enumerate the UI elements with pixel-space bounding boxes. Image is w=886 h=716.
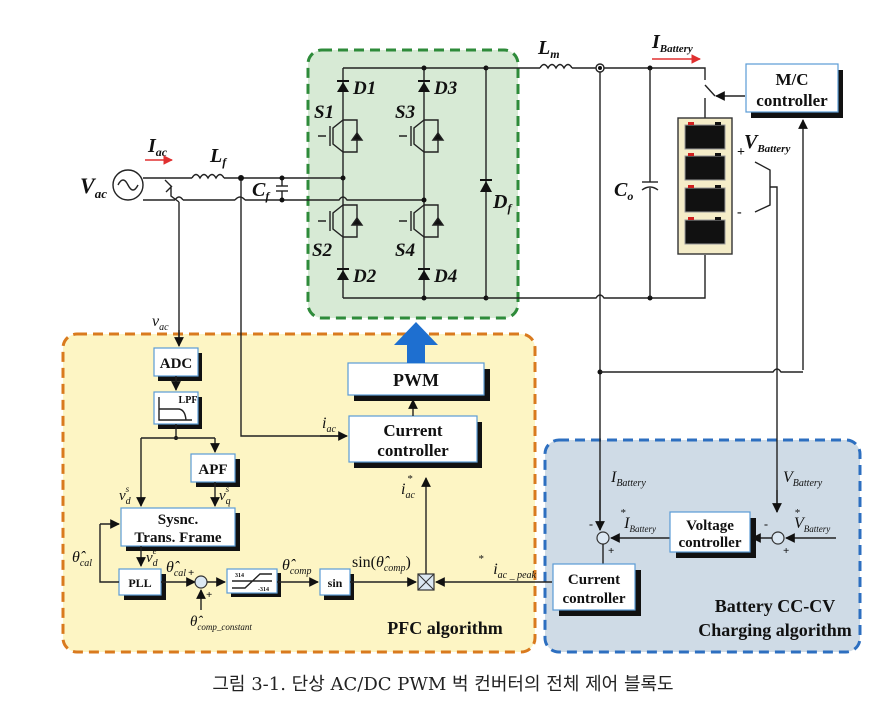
- sin-block[interactable]: [319, 568, 351, 596]
- label-co: Co: [614, 179, 633, 203]
- label-vd-s: vds: [119, 484, 132, 507]
- voltage-controller-block[interactable]: [669, 511, 751, 553]
- summer1-plus-b: +: [206, 589, 212, 601]
- mc-controller-block[interactable]: [745, 63, 839, 113]
- summer-i-plus: +: [608, 545, 614, 557]
- lpf-label: LPF: [179, 395, 198, 406]
- adc-label: ADC: [160, 356, 193, 372]
- sync-frame-line2: Trans. Frame: [134, 530, 222, 546]
- battery-region-label-line2: Charging algorithm: [698, 620, 852, 640]
- battery-current-controller-line2: controller: [562, 591, 625, 607]
- summer-i-minus: -: [589, 517, 593, 531]
- diode-d3: [418, 80, 430, 92]
- label-i-ac-peak-ref: iac _ peak*: [478, 553, 537, 581]
- pfc-current-controller-line2: controller: [377, 441, 449, 460]
- limiter-lower-label: -314: [258, 587, 269, 593]
- limiter-upper-label: 314: [235, 573, 244, 579]
- label-d3: D3: [433, 78, 457, 99]
- label-v-battery: VBattery: [744, 131, 790, 155]
- label-lf: Lf: [209, 145, 227, 169]
- label-cf: Cf: [252, 179, 270, 203]
- battery-region-label-line1: Battery CC-CV: [715, 596, 835, 616]
- label-vq-s: vqs: [219, 484, 231, 507]
- multiplier: [417, 573, 435, 591]
- label-i-battery-meas: IBattery: [610, 469, 646, 489]
- summer-v-plus: +: [783, 545, 789, 557]
- gate-signal-arrow: [394, 322, 438, 363]
- label-s2: S2: [312, 240, 333, 261]
- label-df: Df: [492, 191, 512, 215]
- label-i-battery: IBattery: [651, 31, 693, 55]
- label-v-battery-plus: +: [737, 145, 745, 160]
- diode-d2: [337, 268, 349, 280]
- figure-caption: 그림 3-1. 단상 AC/DC PWM 벅 컨버터의 전체 제어 블록도: [212, 674, 673, 695]
- mc-controller-line2: controller: [756, 91, 828, 110]
- current-sensor: [164, 179, 180, 203]
- label-d2: D2: [352, 266, 377, 287]
- capacitor-co: [641, 68, 659, 298]
- label-v-battery-meas: VBattery: [783, 469, 823, 489]
- sync-frame-line1: Sysnc.: [158, 512, 199, 528]
- capacitor-cf: [276, 175, 288, 203]
- sync-frame-block[interactable]: [120, 507, 236, 547]
- adc-block[interactable]: [153, 347, 199, 377]
- label-lm: Lm: [537, 37, 560, 61]
- lpf-curve-icon: [158, 397, 192, 421]
- label-s1: S1: [314, 102, 334, 123]
- label-i-ac-ref: iac*: [401, 473, 415, 501]
- label-d1: D1: [352, 78, 376, 99]
- diode-d4: [418, 268, 430, 280]
- label-v-battery-minus: -: [737, 205, 742, 220]
- saturation-curve-icon: [232, 573, 272, 589]
- battery-pack: [677, 117, 733, 255]
- apf-label: APF: [198, 462, 227, 478]
- battery-current-controller-line1: Current: [568, 572, 620, 588]
- label-i-ac-sense: iac: [322, 415, 336, 435]
- voltage-controller-line1: Voltage: [686, 518, 734, 534]
- label-v-ac: Vac: [80, 173, 107, 201]
- summer-v-minus: -: [764, 517, 768, 531]
- ac-source: [112, 169, 144, 201]
- switch-s3: [399, 119, 445, 153]
- switch-s4: [399, 204, 445, 238]
- label-s3: S3: [395, 102, 415, 123]
- summing-junction-current: [596, 531, 610, 545]
- mc-controller-line1: M/C: [775, 70, 808, 89]
- pll-label: PLL: [128, 576, 151, 590]
- pll-block[interactable]: [118, 568, 162, 596]
- label-i-battery-ref: IBattery*: [620, 507, 656, 534]
- summer1-plus-a: +: [188, 567, 194, 579]
- apf-block[interactable]: [190, 453, 236, 483]
- switch-s1: [318, 119, 364, 153]
- sin-label: sin: [328, 576, 343, 590]
- pfc-current-controller-block[interactable]: [348, 415, 478, 463]
- label-v-ac-sense: vac: [152, 313, 169, 333]
- label-i-ac: Iac: [147, 135, 168, 159]
- label-v-battery-ref: VBattery*: [794, 507, 830, 534]
- voltage-sense-bracket: [754, 161, 778, 440]
- summing-junction-voltage: [771, 531, 785, 545]
- inductor-lf: [191, 173, 225, 180]
- diode-d1: [337, 80, 349, 92]
- label-s4: S4: [395, 240, 415, 261]
- power-stage-region: [306, 48, 520, 320]
- summing-junction-theta: [194, 575, 208, 589]
- inductor-lm: [539, 63, 573, 70]
- label-vd-e: vde: [146, 546, 159, 569]
- pfc-current-controller-line1: Current: [383, 421, 443, 440]
- voltage-controller-line2: controller: [678, 535, 741, 551]
- pwm-label: PWM: [393, 370, 439, 390]
- diode-df: [480, 179, 492, 192]
- battery-current-controller-block[interactable]: [552, 563, 636, 611]
- label-d4: D4: [433, 266, 457, 287]
- relay-switch: [704, 74, 716, 118]
- switch-s2: [318, 204, 364, 238]
- pfc-region-label: PFC algorithm: [387, 618, 502, 638]
